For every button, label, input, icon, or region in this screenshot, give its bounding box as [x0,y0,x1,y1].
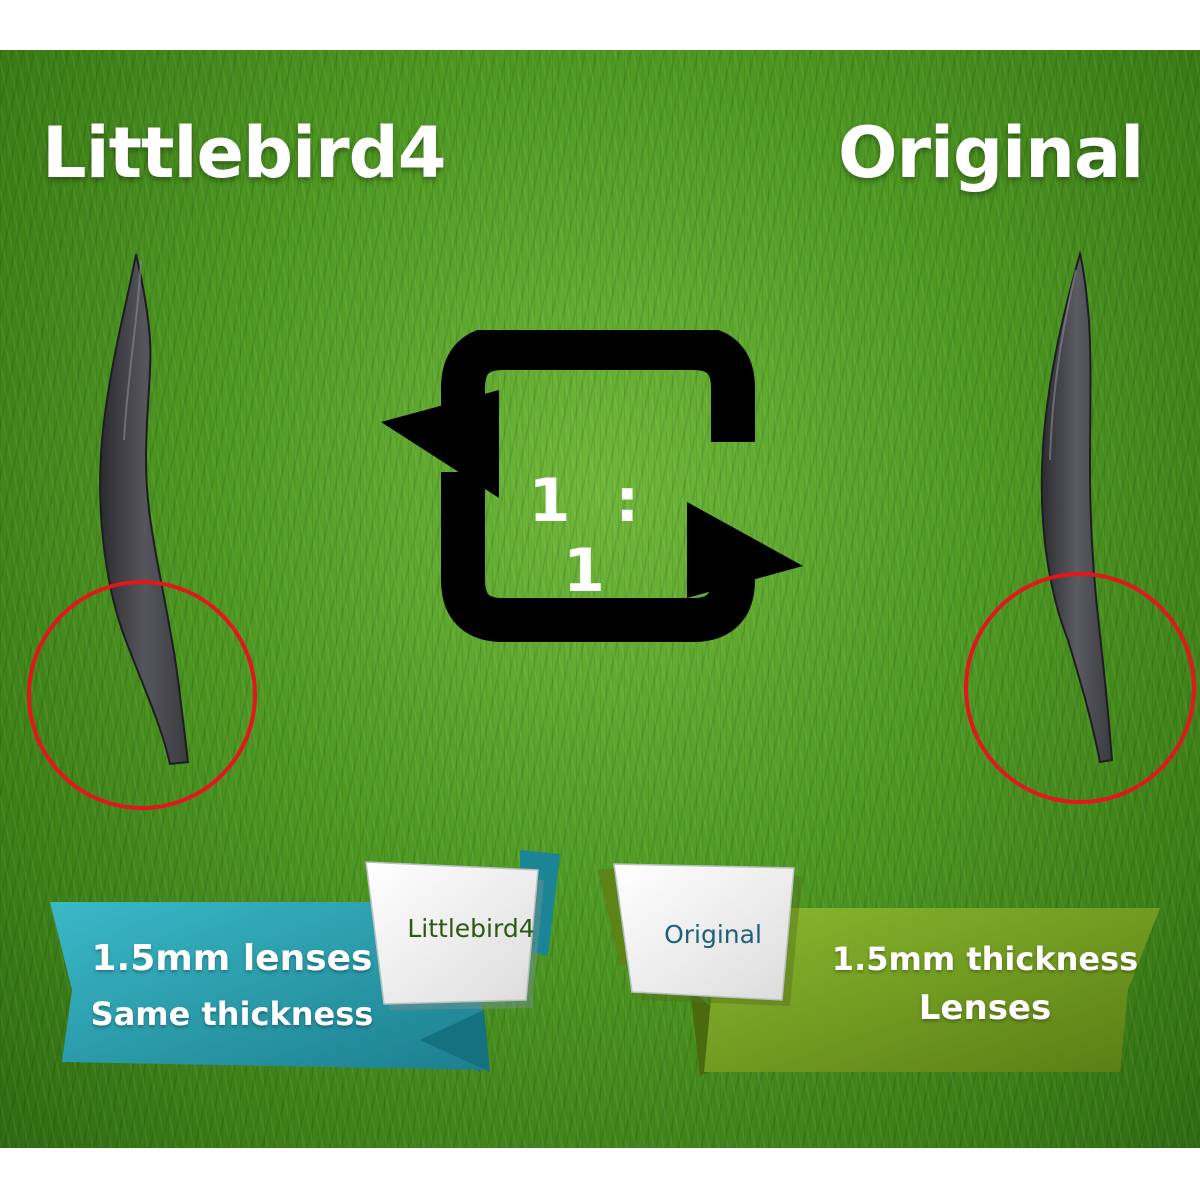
right-card [613,863,795,1001]
title-original: Original [838,112,1144,194]
right-arrow-head [687,502,803,598]
swap-arrows-icon [381,330,803,642]
bottom-border [0,1148,1200,1200]
top-border [0,0,1200,50]
right-lens-image [964,250,1196,804]
right-banner-line1: 1.5mm thickness [831,940,1139,978]
left-card-label: Littlebird4 [407,914,535,943]
right-banner-line2: Lenses [918,988,1052,1028]
right-highlight-circle [964,572,1196,804]
left-banner-fold [420,1010,490,1072]
left-banner-line2: Same thickness [90,995,374,1033]
left-highlight-circle [27,580,257,810]
right-banner-main [704,908,1160,1072]
right-card-label: Original [664,920,762,949]
left-arrow-head [381,390,499,498]
right-lens-shape [1040,250,1114,764]
left-card [365,861,539,1005]
title-littlebird4: Littlebird4 [42,112,446,194]
banners [50,850,1160,1076]
left-lens-shape [99,253,190,766]
left-lens-image [27,253,257,810]
ratio-label: 1 : 1 [528,466,652,606]
left-banner-line1: 1.5mm lenses [91,938,373,979]
